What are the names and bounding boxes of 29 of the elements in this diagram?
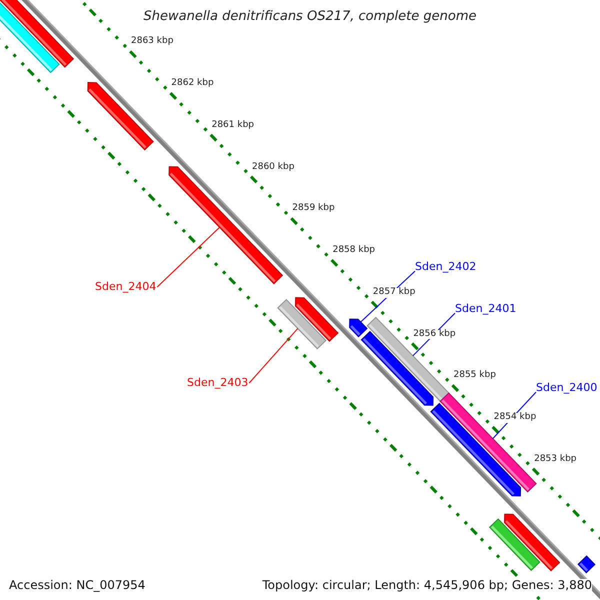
scale-label: 2859 kbp (292, 204, 335, 214)
leader-line (248, 328, 298, 384)
gene-bar (0, 0, 74, 68)
scale-label: 2854 kbp (494, 413, 536, 423)
gene-label: Sden_2404 (95, 281, 156, 294)
gene-bar (504, 514, 560, 572)
scale-label: 2853 kbp (534, 454, 576, 465)
scale-label: 2861 kbp (212, 120, 254, 131)
scale-label: 2858 kbp (332, 246, 375, 256)
gene-label: Sden_2402 (415, 261, 476, 274)
scale-label: 2857 kbp (372, 288, 416, 298)
scale-label: 2856 kbp (413, 330, 456, 340)
scale-label: 2855 kbp (454, 371, 496, 382)
accession-text: Accession: NC_007954 (9, 579, 146, 592)
gene-label: Sden_2403 (187, 377, 248, 390)
gene-label: Sden_2400 (536, 382, 598, 394)
scale-label: 2863 kbp (131, 37, 174, 48)
gene-bar (295, 297, 339, 342)
leader-line (156, 226, 220, 288)
scale-label: 2862 kbp (171, 79, 214, 89)
gene-bar (0, 0, 60, 74)
title: Shewanella denitrificans OS217, complete genome (142, 10, 478, 24)
gene-label: Sden_2401 (455, 303, 516, 316)
scale-label: 2860 kbp (252, 162, 294, 172)
gene-bar (349, 318, 368, 338)
gene-bar (87, 82, 154, 150)
gene-bar (577, 555, 596, 574)
gene-bar (360, 330, 434, 406)
genome-stats-text: Topology: circular; Length: 4,545,906 bp; Genes: 3,880 (262, 579, 592, 592)
